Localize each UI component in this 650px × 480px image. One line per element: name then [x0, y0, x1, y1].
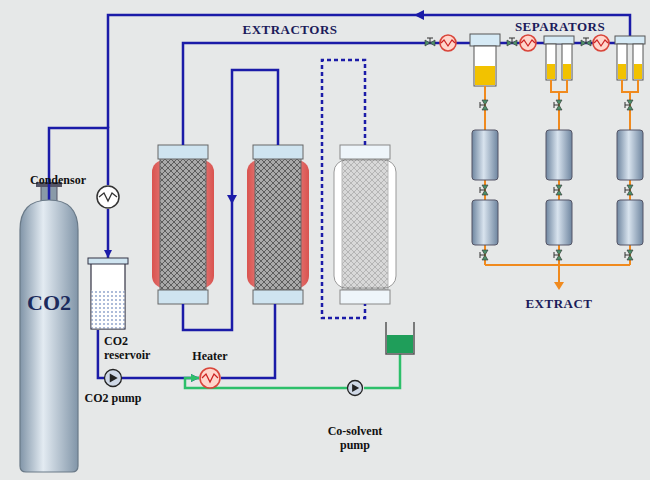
- flow-arrow: [554, 282, 564, 290]
- beaker: [386, 322, 414, 354]
- heat-shape: [199, 367, 221, 389]
- gas-cylinder: CO2: [20, 200, 78, 472]
- node-label: Condensor: [30, 173, 86, 187]
- output-label: EXTRACT: [525, 296, 592, 311]
- cond-shape: [96, 185, 120, 209]
- flow-arrow: [414, 10, 424, 20]
- pump-shape: [104, 369, 122, 387]
- flow-line: [98, 330, 104, 378]
- section-heading: SEPARATORS: [515, 19, 605, 34]
- extract-lines: [485, 80, 638, 284]
- co-solvent-line: [364, 354, 400, 388]
- section-heading: EXTRACTORS: [242, 22, 337, 37]
- node-label: CO2 pump: [84, 391, 141, 405]
- node-label: Heater: [192, 349, 227, 363]
- cyl-shape: [20, 200, 78, 472]
- co2-pump: CO2 pump: [104, 369, 122, 387]
- heater-symbol: Heater: [199, 367, 221, 389]
- flow-arrow: [227, 195, 237, 204]
- valves-exchangers: [425, 35, 609, 51]
- separator-vessels: [470, 34, 645, 86]
- flow-line: [107, 209, 110, 258]
- res-shape: [90, 258, 126, 330]
- collection-vessels: [472, 130, 643, 245]
- co2-lines: [108, 15, 630, 378]
- node-label: Co-solvent pump: [320, 424, 390, 452]
- flow-line: [49, 128, 108, 200]
- co-solvent-liquid: [387, 335, 413, 353]
- extractor-vessels: [152, 145, 396, 304]
- drain-valves: [480, 100, 633, 260]
- node-label: CO2 reservoir: [104, 334, 166, 362]
- co2-reservoir: CO2 reservoir: [90, 258, 126, 330]
- condenser-symbol: Condensor: [96, 185, 120, 209]
- pump-shape: [347, 380, 363, 396]
- co-solvent-pump: Co-solvent pump: [347, 380, 363, 396]
- node-label: CO2: [27, 290, 71, 316]
